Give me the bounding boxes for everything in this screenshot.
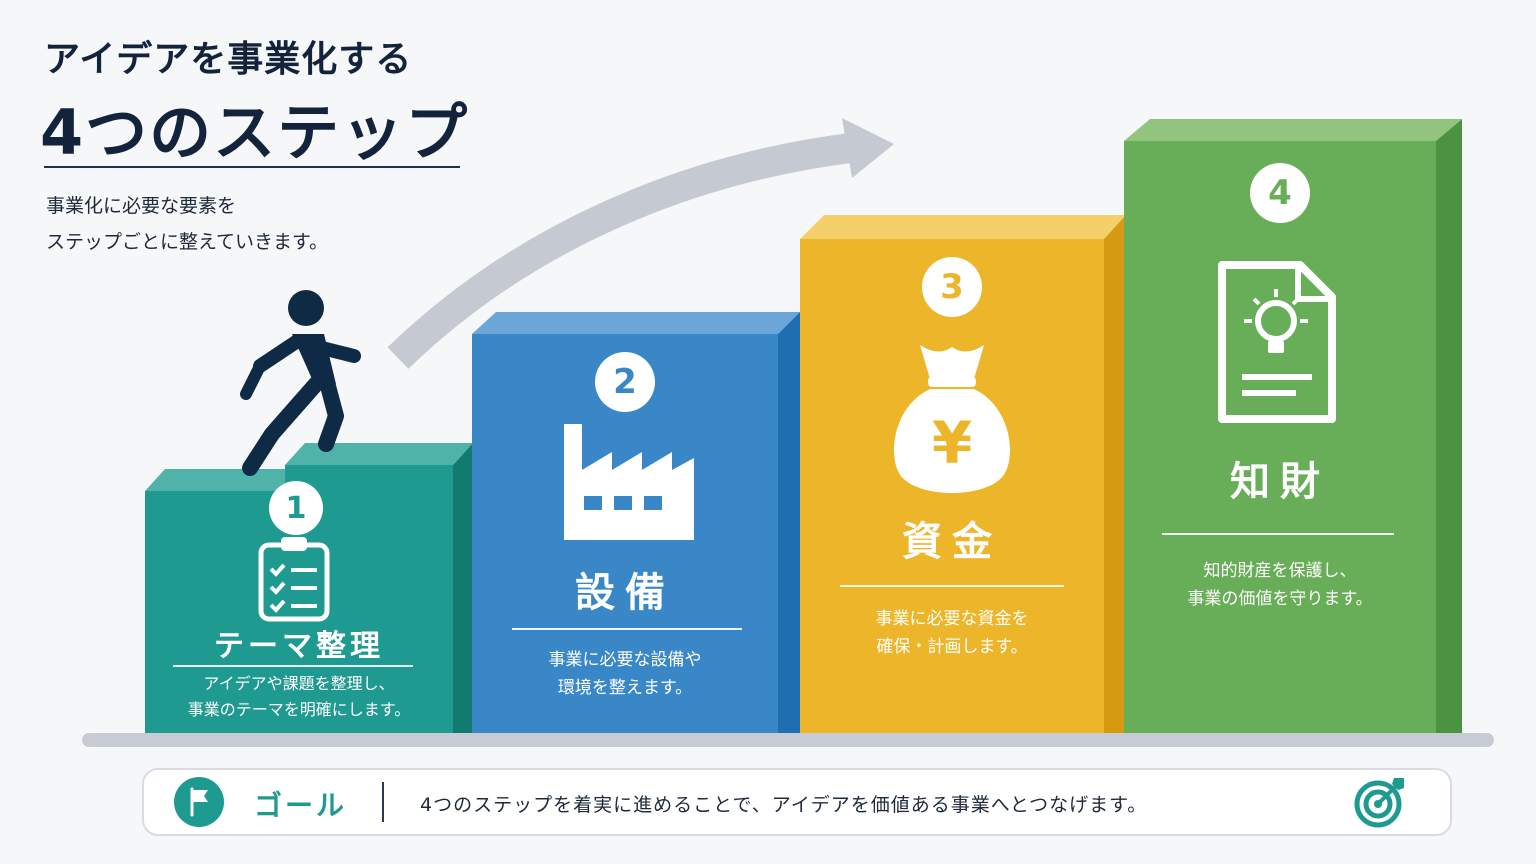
step-2-divider bbox=[512, 628, 742, 630]
step-4-description: 知的財産を保護し、 事業の価値を守ります。 bbox=[1124, 557, 1436, 613]
step-3-label: 資金 bbox=[902, 519, 1002, 565]
intro-text: 事業化に必要な要素を ステップごとに整えていきます。 bbox=[46, 188, 328, 260]
step-1-badge: 1 bbox=[269, 481, 323, 535]
step-2-desc-line-1: 事業に必要な設備や bbox=[548, 650, 702, 670]
step-2-badge: 2 bbox=[595, 352, 655, 412]
flag-icon bbox=[190, 787, 208, 817]
intro-line-2: ステップごとに整えていきます。 bbox=[46, 231, 329, 253]
title-divider bbox=[44, 166, 460, 168]
step-block-4: 4 知財 知的財産を保護し、 事業の価値を守ります。 bbox=[1124, 119, 1462, 733]
step-block-2: 2 設備 事業に必要な設備や 環境を整えます。 bbox=[472, 312, 800, 733]
step-4-label: 知財 bbox=[1230, 459, 1330, 505]
step-3-desc-line-1: 事業に必要な資金を bbox=[875, 609, 1029, 629]
step-2-desc-line-2: 環境を整えます。 bbox=[557, 678, 693, 698]
step-3-desc-line-2: 確保・計画します。 bbox=[876, 637, 1028, 657]
step-1-desc-line-2: 事業のテーマを明確にします。 bbox=[187, 700, 411, 719]
step-block-1: 1 テーマ整理 アイデアや課題を整理し、 事業のテーマを明確にします。 bbox=[145, 443, 473, 733]
step-1-description: アイデアや課題を整理し、 事業のテーマを明確にします。 bbox=[145, 671, 453, 723]
yen-money-bag-icon: ¥ bbox=[893, 345, 1011, 493]
step-3-divider bbox=[840, 585, 1064, 587]
step-2-description: 事業に必要な設備や 環境を整えます。 bbox=[472, 646, 778, 702]
step-block-3: 3 ¥ 資金 事業に必要な資金を 確保・計画します。 bbox=[800, 215, 1126, 733]
step-1-divider bbox=[173, 665, 413, 667]
svg-text:¥: ¥ bbox=[932, 409, 972, 477]
goal-banner: ゴール 4つのステップを着実に進めることで、アイデアを価値ある事業へとつなげます… bbox=[142, 768, 1452, 836]
step-4-desc-line-2: 事業の価値を守ります。 bbox=[1187, 589, 1373, 609]
walking-person-icon bbox=[240, 290, 361, 476]
factory-icon bbox=[564, 424, 694, 540]
step-4-desc-line-1: 知的財産を保護し、 bbox=[1203, 561, 1357, 581]
step-3-badge: 3 bbox=[922, 257, 982, 317]
step-1-label: テーマ整理 bbox=[214, 629, 384, 664]
upward-curve-arrow-icon bbox=[387, 118, 894, 369]
title-line-2: 4つのステップ bbox=[40, 96, 470, 169]
step-2-label: 設備 bbox=[575, 570, 675, 616]
idea-document-icon bbox=[1218, 261, 1336, 423]
step-1-desc-line-1: アイデアや課題を整理し、 bbox=[203, 674, 395, 693]
ground-line bbox=[82, 733, 1494, 747]
step-4-divider bbox=[1162, 533, 1394, 535]
goal-separator bbox=[382, 782, 384, 822]
step-3-description: 事業に必要な資金を 確保・計画します。 bbox=[800, 605, 1104, 661]
target-icon bbox=[1354, 778, 1404, 828]
step-4-badge: 4 bbox=[1250, 163, 1310, 223]
clipboard-checklist-icon bbox=[258, 537, 330, 622]
step-block-4-shape bbox=[1124, 119, 1462, 733]
goal-title: ゴール bbox=[254, 789, 348, 822]
title-line-1: アイデアを事業化する bbox=[44, 39, 413, 80]
intro-line-1: 事業化に必要な要素を bbox=[46, 195, 237, 217]
goal-flag-badge bbox=[174, 777, 224, 827]
goal-text: 4つのステップを着実に進めることで、アイデアを価値ある事業へとつなげます。 bbox=[420, 794, 1148, 816]
